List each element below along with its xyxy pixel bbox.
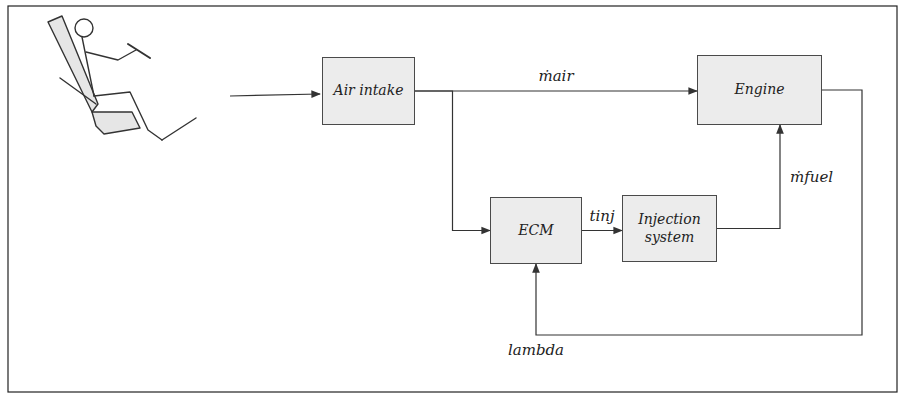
driver-head <box>75 19 93 37</box>
driver-illustration <box>48 16 196 140</box>
box-label: Air intake <box>334 82 404 100</box>
steering-wheel <box>128 44 150 58</box>
signal-arrow <box>582 230 622 231</box>
signal-label: ṁair <box>536 67 575 85</box>
box-label: ECM <box>518 222 553 240</box>
signal-label: ṁfuel <box>788 168 835 186</box>
process-box: Engine <box>697 55 822 125</box>
driver-arm <box>86 50 136 60</box>
image-frame <box>8 6 897 392</box>
seat-cushion <box>92 112 140 134</box>
process-box: Injection system <box>622 195 717 262</box>
signal-label: lambda <box>506 341 566 359</box>
signal-arrow <box>415 90 697 91</box>
signal-label: tinj <box>587 207 616 225</box>
process-box: Air intake <box>322 57 415 125</box>
pedal <box>162 118 196 140</box>
box-label: Injection system <box>629 211 710 246</box>
signal-arrow <box>415 91 490 231</box>
driver-torso <box>82 37 94 96</box>
process-box: ECM <box>490 197 582 264</box>
box-label: Engine <box>735 81 785 99</box>
signal-arrow <box>536 90 862 335</box>
seat-back <box>48 16 98 112</box>
driver-leg <box>94 92 162 140</box>
driver-input-arrow <box>230 94 320 96</box>
signal-arrow <box>717 125 780 229</box>
